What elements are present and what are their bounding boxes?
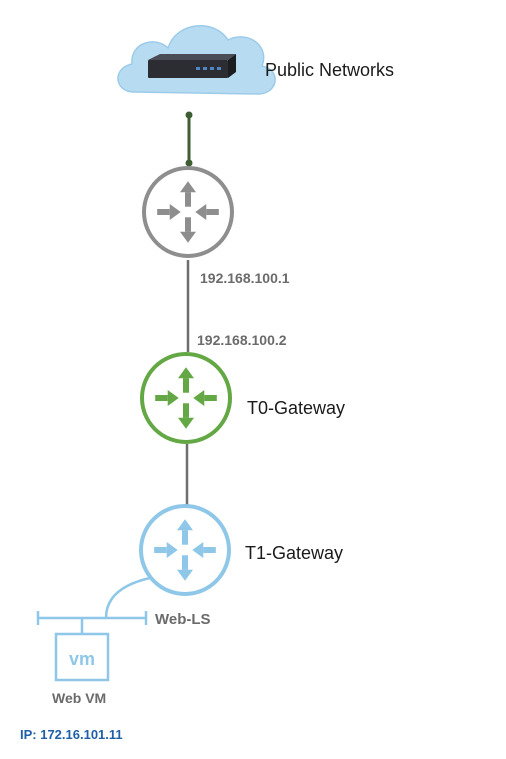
router-arrow-head <box>192 542 204 558</box>
t0-ip-label: 192.168.100.2 <box>197 332 287 348</box>
router-arrow-head <box>167 390 179 406</box>
external-router-icon <box>142 166 234 258</box>
router-arrow-head <box>169 204 181 220</box>
router-arrow-head <box>166 542 178 558</box>
router-ring <box>140 352 232 444</box>
router-arrow-head <box>178 417 194 429</box>
t1-gateway-label: T1-Gateway <box>245 543 344 563</box>
router-arrow-head <box>195 204 207 220</box>
t1-gateway-router-icon <box>139 504 231 596</box>
router-arrow-head <box>178 367 194 379</box>
router-ring <box>139 504 231 596</box>
uplink-ip-label: 192.168.100.1 <box>200 270 290 286</box>
router-arrow-head <box>177 519 193 531</box>
web-vm-ip-label: IP: 172.16.101.11 <box>20 727 123 742</box>
uplink-dot-bottom <box>185 159 193 167</box>
public-networks-label: Public Networks <box>265 60 395 80</box>
link-t1-web-ls <box>104 576 151 619</box>
network-appliance-icon <box>148 54 236 78</box>
router-arrow-head <box>193 390 205 406</box>
router-ring <box>142 166 234 258</box>
web-ls-label: Web-LS <box>155 611 211 628</box>
vm-icon-text: vm <box>69 649 95 669</box>
vm-icon: vm <box>54 632 110 682</box>
router-arrow-head <box>180 181 196 193</box>
router-arrow-head <box>177 569 193 581</box>
router-arrow-head <box>180 231 196 243</box>
uplink-dot-top <box>185 111 193 119</box>
web-vm-label: Web VM <box>52 690 107 706</box>
t0-gateway-router-icon <box>140 352 232 444</box>
t0-gateway-label: T0-Gateway <box>247 398 346 418</box>
